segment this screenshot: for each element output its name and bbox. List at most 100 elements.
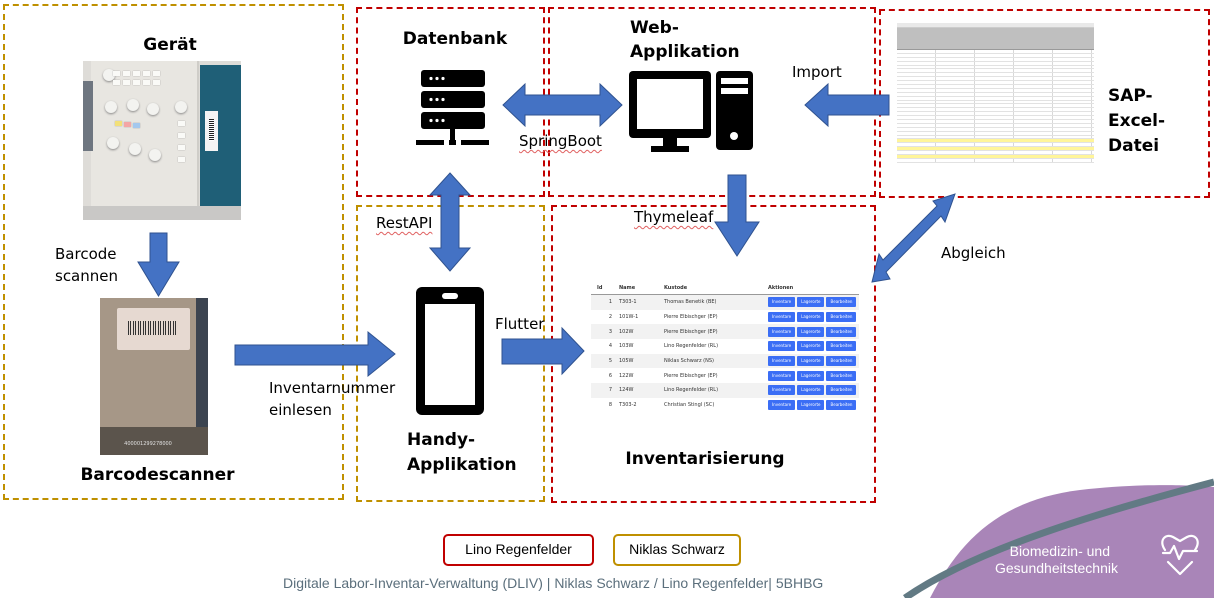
label-inventarnummer-line1: Inventarnummer [269, 379, 396, 397]
bearbeiten-button[interactable]: Bearbeiten [826, 312, 857, 323]
cell-kustode: Niklas Schwarz (NS) [664, 358, 715, 365]
label-flutter: Flutter [495, 315, 545, 333]
title-sap-excel: SAP- Excel- Datei [1108, 84, 1165, 159]
lagerorte-button[interactable]: Lagerorte [797, 356, 825, 367]
bearbeiten-button[interactable]: Bearbeiten [826, 400, 857, 411]
brand-purple-shape [930, 485, 1214, 598]
cell-kustode: Lino Regenfelder (RL) [664, 343, 719, 350]
bearbeiten-button[interactable]: Bearbeiten [826, 297, 857, 308]
cell-id: 2 [608, 314, 612, 321]
label-inventarnummer-line2: einlesen [269, 401, 332, 419]
heart-pulse-icon [1161, 534, 1199, 576]
label-import: Import [792, 63, 842, 81]
legend-niklas-schwarz: Niklas Schwarz [613, 534, 741, 566]
title-sap-line3: Datei [1108, 136, 1160, 156]
cell-id: 7 [608, 387, 612, 394]
footer-text: Digitale Labor-Inventar-Verwaltung (DLIV… [283, 575, 824, 591]
legend-lino-regenfelder: Lino Regenfelder [443, 534, 594, 566]
lagerorte-button[interactable]: Lagerorte [797, 370, 825, 381]
cell-id: 3 [608, 328, 612, 335]
cell-kustode: Pierre Elbischger (EP) [664, 328, 718, 335]
section-geraet-barcodescanner [3, 4, 344, 500]
inventare-button[interactable]: Inventare [768, 370, 796, 381]
inventare-button[interactable]: Inventare [768, 326, 796, 337]
cell-name: 101W-1 [619, 314, 639, 321]
title-handy-app: Handy- Applikation [407, 428, 517, 478]
inventare-button[interactable]: Inventare [768, 356, 796, 367]
lagerorte-button[interactable]: Lagerorte [797, 400, 825, 411]
barcode-icon [128, 321, 178, 335]
cell-id: 4 [608, 343, 612, 350]
inventare-button[interactable]: Inventare [768, 385, 796, 396]
inventare-button[interactable]: Inventare [768, 341, 796, 352]
cell-name: 124W [619, 387, 634, 394]
bearbeiten-button[interactable]: Bearbeiten [826, 370, 857, 381]
cell-name: 102W [619, 328, 634, 335]
label-barcode-line2: scannen [55, 267, 119, 285]
arrow-abgleich [871, 193, 956, 283]
barcodescanner-photo: 400001299278000 [100, 298, 208, 455]
cell-name: 103W [619, 343, 634, 350]
cell-name: 105W [619, 358, 634, 365]
title-webapp-line1: Web- [630, 18, 679, 38]
cell-name: T303-1 [619, 299, 637, 306]
inventare-button[interactable]: Inventare [768, 400, 796, 411]
title-handy-line2: Applikation [407, 455, 517, 475]
label-thymeleaf: Thymeleaf [634, 208, 714, 226]
title-barcodescanner: Barcodescanner [80, 465, 235, 485]
scanned-code: 400001299278000 [124, 441, 172, 447]
cell-kustode: Thomas Benetik (BE) [664, 299, 717, 306]
inventare-button[interactable]: Inventare [768, 297, 796, 308]
cell-kustode: Christian Stingl (SC) [664, 402, 715, 409]
brand-line1: Biomedizin- und [1009, 543, 1110, 559]
inventare-button[interactable]: Inventare [768, 312, 796, 323]
cell-name: 122W [619, 372, 634, 379]
lagerorte-button[interactable]: Lagerorte [797, 312, 825, 323]
lagerorte-button[interactable]: Lagerorte [797, 341, 825, 352]
lagerorte-button[interactable]: Lagerorte [797, 385, 825, 396]
bearbeiten-button[interactable]: Bearbeiten [826, 326, 857, 337]
bearbeiten-button[interactable]: Bearbeiten [826, 356, 857, 367]
header-aktionen: Aktionen [768, 284, 794, 291]
brand-text: Biomedizin- und Gesundheitstechnik [995, 543, 1118, 577]
label-springboot: SpringBoot [519, 132, 602, 150]
title-geraet: Gerät [143, 35, 197, 55]
device-photo [83, 61, 241, 220]
lagerorte-button[interactable]: Lagerorte [797, 326, 825, 337]
title-sap-line2: Excel- [1108, 111, 1166, 131]
title-sap-line1: SAP- [1108, 86, 1153, 106]
brand-line2: Gesundheitstechnik [995, 560, 1118, 576]
label-barcode-line1: Barcode [55, 245, 117, 263]
header-id: Id [597, 284, 603, 291]
title-webapp: Web- Applikation [630, 16, 740, 64]
brand-curve [903, 478, 1214, 598]
title-datenbank: Datenbank [402, 29, 508, 49]
label-inventarnummer: Inventarnummer einlesen [269, 377, 395, 421]
title-inventarisierung: Inventarisierung [625, 449, 785, 469]
title-handy-line1: Handy- [407, 430, 476, 450]
lagerorte-button[interactable]: Lagerorte [797, 297, 825, 308]
sap-excel-thumbnail [897, 23, 1094, 176]
inventory-table-header: Id Name Kustode Aktionen [591, 281, 859, 295]
bearbeiten-button[interactable]: Bearbeiten [826, 385, 857, 396]
cell-kustode: Pierre Elbischger (EP) [664, 314, 718, 321]
bearbeiten-button[interactable]: Bearbeiten [826, 341, 857, 352]
header-name: Name [619, 284, 636, 291]
label-abgleich: Abgleich [941, 244, 1006, 262]
